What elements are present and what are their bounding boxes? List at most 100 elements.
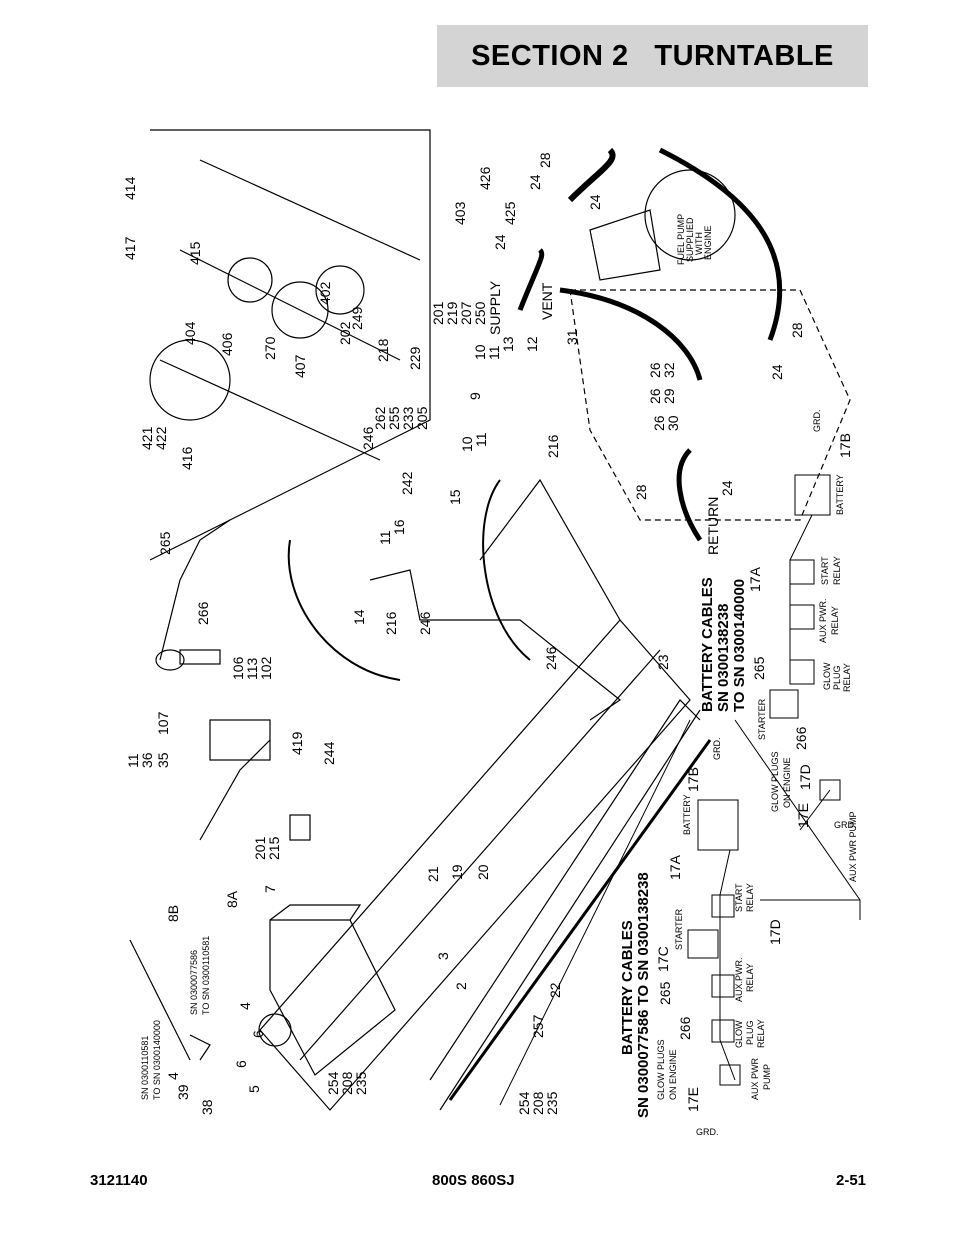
callout: 207 <box>458 301 474 325</box>
return-label: RETURN <box>705 497 721 555</box>
label: GLOW PLUGS <box>656 1039 666 1100</box>
battery-cables-old-labels: BATTERY CABLES SN 0300077586 TO SN 03001… <box>619 738 783 1138</box>
callout: 426 <box>477 166 493 190</box>
label: ON ENGINE <box>782 757 792 808</box>
callout: 249 <box>349 306 365 330</box>
battery-cables-new-schematic <box>734 474 861 920</box>
callout: 215 <box>266 836 282 860</box>
callout: 24 <box>527 174 543 190</box>
callout: 402 <box>317 281 333 305</box>
callout: 235 <box>544 1091 560 1115</box>
callout: 24 <box>587 194 603 210</box>
callout: 39 <box>175 1084 191 1100</box>
callout: 403 <box>452 201 468 225</box>
callout-labels: 414 417 415 404 406 421 422 416 270 402 … <box>122 152 805 1115</box>
label: BATTERY <box>835 474 845 515</box>
doc-number: 3121140 <box>90 1172 148 1189</box>
page-number: 2-51 <box>836 1172 867 1189</box>
label: ON ENGINE <box>668 1049 678 1100</box>
callout: 219 <box>444 301 460 325</box>
callout: 11 <box>473 432 489 447</box>
label: START <box>820 556 830 585</box>
label: PLUG <box>832 665 842 690</box>
callout: 10 <box>472 344 488 360</box>
callout: 10 <box>459 436 475 452</box>
callout: 414 <box>122 176 138 200</box>
serial-note: SN 0300077586 <box>189 950 199 1015</box>
label: 17D <box>797 764 813 790</box>
label: GRD. <box>712 738 722 761</box>
callout: 216 <box>545 434 561 458</box>
callout: 4 <box>237 1002 253 1010</box>
callout: 16 <box>391 519 407 535</box>
label: BATTERY <box>682 794 692 835</box>
callout: 107 <box>155 711 171 735</box>
callout: 23 <box>655 654 671 670</box>
label: 17C <box>655 946 671 972</box>
model-number: 800S 860SJ <box>432 1172 515 1189</box>
label: PLUG <box>745 1020 755 1045</box>
callout: 14 <box>351 609 367 625</box>
callout: 246 <box>360 426 376 450</box>
label: RELAY <box>830 606 840 635</box>
callout: 407 <box>292 354 308 378</box>
serial-note: TO SN 0300110581 <box>201 936 211 1015</box>
section-title: SECTION 2 TURNTABLE <box>471 39 834 72</box>
callout: 425 <box>502 201 518 225</box>
pump-text: SUPPLIED <box>685 217 695 262</box>
callout: 12 <box>524 336 540 352</box>
label: 265 <box>657 981 673 1005</box>
callout: 235 <box>353 1071 369 1095</box>
callout: 421 <box>139 426 155 450</box>
callout: 38 <box>199 1099 215 1115</box>
callout: 102 <box>258 656 274 680</box>
label: 266 <box>677 1016 693 1040</box>
label: GRD. <box>696 1127 719 1137</box>
callout: 3 <box>435 952 451 960</box>
callout: 11 <box>125 753 141 768</box>
callout: 205 <box>414 406 430 430</box>
label: RELAY <box>745 963 755 992</box>
callout: 254 <box>325 1071 341 1095</box>
label: RELAY <box>842 663 852 692</box>
callout: 4 <box>165 1072 181 1080</box>
callout: 24 <box>719 480 735 496</box>
callout: 415 <box>187 241 203 265</box>
label: 266 <box>793 726 809 750</box>
callout: 24 <box>492 234 508 250</box>
callout: 208 <box>339 1071 355 1095</box>
label: 17E <box>685 1087 701 1112</box>
callout: 15 <box>447 489 463 505</box>
pump-text: WITH <box>694 232 704 255</box>
callout: 417 <box>122 236 138 260</box>
label: GRD. <box>834 820 857 830</box>
callout: 242 <box>399 471 415 495</box>
callout: 201 <box>252 836 268 860</box>
callout: 28 <box>537 152 553 168</box>
callout: 208 <box>530 1091 546 1115</box>
label: GLOW PLUGS <box>770 751 780 812</box>
callout: 6 <box>233 1060 249 1068</box>
label: RELAY <box>832 556 842 585</box>
callout: 246 <box>543 646 559 670</box>
label: STARTER <box>757 698 767 740</box>
callout: 29 <box>661 388 677 404</box>
callout: 31 <box>564 329 580 345</box>
callout: 32 <box>661 362 677 378</box>
callout: 218 <box>375 338 391 362</box>
label: RELAY <box>756 1019 766 1048</box>
callout: 244 <box>321 741 337 765</box>
callout: 11 <box>486 345 502 360</box>
callout: 270 <box>262 336 278 360</box>
battery-cables-new-labels: BATTERY CABLES SN 0300138238 TO SN 03001… <box>699 410 858 883</box>
section-header: SECTION 2 TURNTABLE <box>437 25 868 87</box>
callout: 8A <box>224 890 240 908</box>
callout: 202 <box>337 321 353 345</box>
label: START <box>734 883 744 912</box>
label: 17A <box>747 566 763 592</box>
callout: 419 <box>289 731 305 755</box>
callout: 422 <box>153 426 169 450</box>
battery-cables-serial: SN 0300077586 TO SN 0300138238 <box>635 872 652 1118</box>
battery-cables-title: BATTERY CABLES <box>619 920 636 1055</box>
